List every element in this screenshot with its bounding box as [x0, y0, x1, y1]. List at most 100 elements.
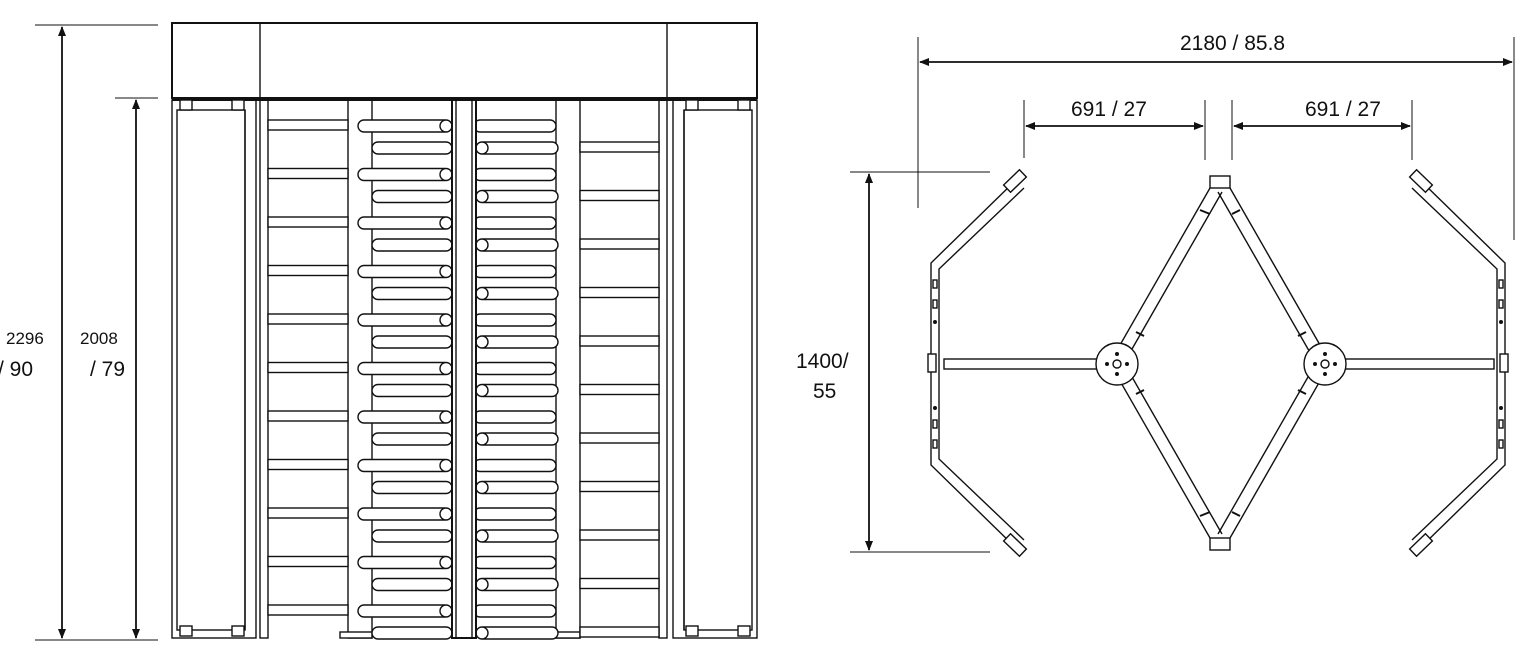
rotor-bar	[477, 529, 559, 543]
rotor-bar	[477, 141, 559, 155]
overall-width-label: 2180 / 85.8	[1180, 32, 1285, 55]
rotor-bar	[371, 286, 453, 301]
rotor-bar	[357, 361, 451, 376]
pivot-cap	[475, 286, 489, 301]
pivot-cap	[439, 555, 453, 570]
rotor-bar	[357, 604, 451, 618]
inner-height-unit: / 79	[90, 358, 125, 381]
rotor-bar	[477, 626, 559, 640]
frame-bar	[267, 361, 349, 374]
rotor-bar	[473, 604, 557, 618]
frame-bar	[267, 216, 349, 228]
right-arm	[1343, 358, 1495, 370]
top-view: 2180 / 85.8 691 / 27 691 / 27 1400/ 55	[792, 32, 1515, 558]
pivot-cap	[475, 432, 489, 446]
rotor-bar	[473, 313, 557, 327]
pivot-cap	[475, 238, 489, 252]
label-bg	[792, 346, 856, 406]
pivot-cap	[439, 216, 453, 230]
rotor-bar	[477, 189, 559, 204]
rotor-bar	[473, 167, 557, 182]
rotor-bar	[357, 264, 451, 279]
frame-bar	[267, 555, 349, 568]
rotor-bar	[477, 335, 559, 349]
rotor-bar	[357, 167, 451, 182]
pivot-cap	[439, 313, 453, 327]
right-hub	[1303, 342, 1347, 386]
rotor-bar	[371, 141, 453, 155]
frame-bar	[579, 480, 660, 493]
rotor-bar	[371, 383, 453, 398]
rotor-bar	[473, 264, 557, 279]
frame-bar	[579, 383, 660, 396]
frame-bar	[579, 432, 660, 444]
pivot-cap	[475, 189, 489, 204]
rotor-bar	[477, 480, 559, 495]
rotor-bar	[357, 458, 451, 473]
left-arm-label: 691 / 27	[1071, 98, 1147, 121]
pivot-cap	[475, 577, 489, 592]
foot	[339, 631, 373, 639]
right-side-panel	[672, 99, 758, 639]
rotor-bar	[473, 507, 557, 521]
pivot-cap	[439, 119, 453, 133]
rotor-bars	[267, 99, 660, 640]
frame-bar	[579, 335, 660, 347]
overall-height-value: 2296	[6, 329, 44, 348]
rotor-bar	[371, 480, 453, 495]
pivot-cap	[439, 458, 453, 473]
rotor-post-right	[555, 99, 581, 639]
pivot-cap	[475, 626, 489, 640]
pivot-cap	[475, 383, 489, 398]
rotor-bar	[357, 313, 451, 327]
frame-bar	[579, 238, 660, 250]
frame-bar	[579, 286, 660, 299]
rotor-bar	[473, 458, 557, 473]
right-arm-label: 691 / 27	[1305, 98, 1381, 121]
rotor-bar	[477, 577, 559, 592]
frame-bar	[267, 313, 349, 325]
label-bg	[0, 322, 60, 384]
frame-bar	[267, 119, 349, 131]
rotor-bar	[477, 432, 559, 446]
pivot-cap	[439, 264, 453, 279]
rotor-bar	[371, 626, 453, 640]
right-guard	[1408, 168, 1509, 558]
rotor-bar	[371, 529, 453, 543]
rotor-bar	[357, 119, 451, 133]
depth-value: 1400/	[796, 350, 849, 373]
rotor-bar	[371, 238, 453, 252]
rotor-bar	[371, 432, 453, 446]
frame-bar	[267, 167, 349, 180]
frame-bar	[267, 458, 349, 471]
rotor-bar	[473, 216, 557, 230]
rotor-bar	[357, 216, 451, 230]
center-diamond-frame	[1115, 175, 1325, 551]
frame-bar	[267, 507, 349, 519]
pivot-cap	[439, 167, 453, 182]
rotor-bar	[473, 555, 557, 570]
pivot-cap	[475, 529, 489, 543]
rotor-bar	[477, 238, 559, 252]
pivot-cap	[439, 410, 453, 424]
left-hub	[1095, 342, 1139, 386]
rotor-bar	[371, 335, 453, 349]
frame-bar	[579, 141, 660, 153]
frame-bar	[579, 189, 660, 202]
frame-bar	[579, 577, 660, 590]
frame-post-left	[259, 99, 269, 639]
left-guard	[927, 168, 1028, 558]
pivot-cap	[439, 507, 453, 521]
front-view: 2296 / 90 2008 / 79	[0, 22, 758, 641]
frame-bar	[267, 264, 349, 277]
rotor-bar	[473, 410, 557, 424]
pivot-cap	[475, 335, 489, 349]
left-arm	[943, 358, 1099, 370]
rotor-bar	[371, 189, 453, 204]
rotor-bar	[477, 286, 559, 301]
canopy	[171, 22, 758, 99]
pivot-cap	[475, 480, 489, 495]
rotor-bar	[357, 507, 451, 521]
pivot-cap	[475, 141, 489, 155]
rotor-bar	[357, 410, 451, 424]
